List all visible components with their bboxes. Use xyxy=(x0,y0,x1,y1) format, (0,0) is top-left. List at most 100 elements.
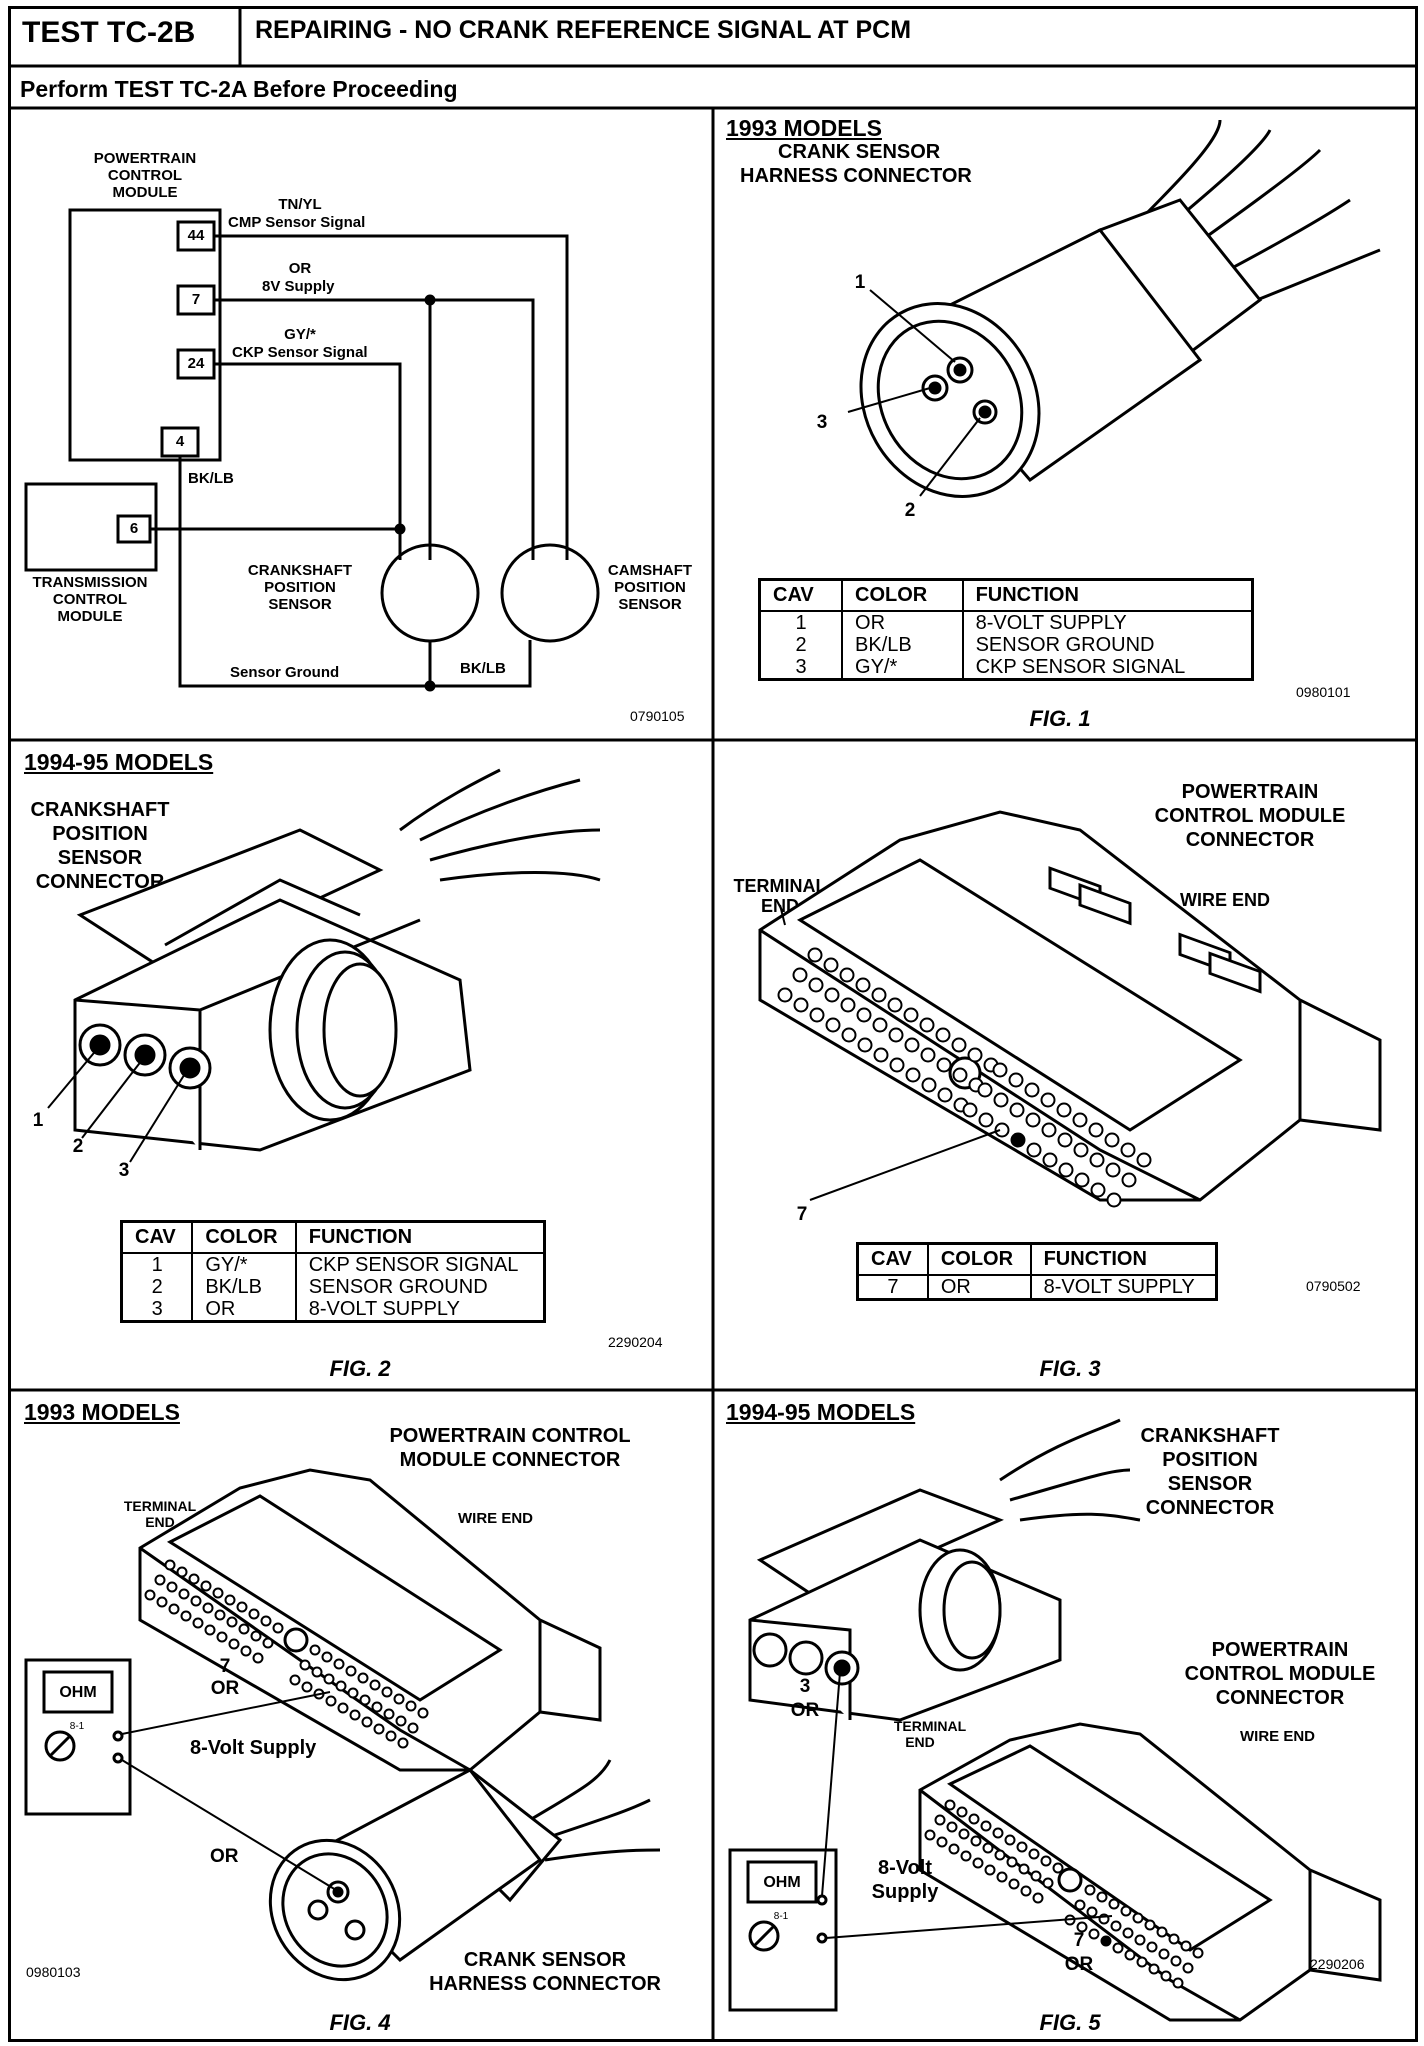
connector-cavity xyxy=(972,1857,984,1869)
fig2-callout-3: 3 xyxy=(118,1160,130,1181)
fig1-th-color: COLOR xyxy=(842,579,964,612)
connector-cavity xyxy=(1105,1162,1121,1178)
connector-cavity xyxy=(383,1708,395,1720)
fig5-wire-end: WIRE END xyxy=(1240,1728,1315,1745)
connector-cavity xyxy=(936,1057,952,1073)
cam-label-3: SENSOR xyxy=(618,596,682,613)
fig5-crank-label-3: SENSOR xyxy=(1167,1473,1253,1495)
fig1-func-1: 8-VOLT SUPPLY xyxy=(975,612,1127,634)
fig1-models: 1993 MODELS xyxy=(726,115,882,141)
pcm-label-1: POWERTRAIN xyxy=(93,150,197,167)
fig2-func-1: CKP SENSOR SIGNAL xyxy=(308,1254,519,1276)
connector-cavity xyxy=(903,1007,919,1023)
connector-cavity xyxy=(889,1057,905,1073)
connector-cavity xyxy=(407,1722,419,1734)
connector-cavity xyxy=(1025,1112,1041,1128)
connector-cavity xyxy=(1144,1919,1156,1931)
connector-cavity xyxy=(823,957,839,973)
connector-cavity xyxy=(984,1864,996,1876)
connector-cavity xyxy=(944,1799,956,1811)
connector-cavity xyxy=(347,1687,359,1699)
connector-cavity xyxy=(1042,1877,1054,1889)
connector-cavity xyxy=(1088,1122,1104,1138)
fig4-terminal-label-2: END xyxy=(145,1514,175,1530)
connector-cavity xyxy=(1170,1955,1182,1967)
connector-cavity xyxy=(970,1835,982,1847)
connector-cavity xyxy=(180,1610,192,1622)
cavity-7 xyxy=(1100,1935,1112,1947)
tcm-pin: 6 xyxy=(129,520,139,537)
fig5-pcm-label-3: CONNECTOR xyxy=(1215,1687,1345,1709)
wire-44-color: TN/YL xyxy=(278,196,322,213)
fig4-supply-label: 8-Volt Supply xyxy=(190,1737,317,1759)
fig4-models: 1993 MODELS xyxy=(24,1399,180,1425)
fig2-models: 1994-95 MODELS xyxy=(24,749,214,775)
cavity-7 xyxy=(1010,1132,1026,1148)
connector-cavity xyxy=(1006,1856,1018,1868)
connector-cavity xyxy=(337,1702,349,1714)
connector-cavity xyxy=(1106,1192,1122,1208)
fig2-cav-2: 2 xyxy=(121,1276,194,1298)
connector-cavity xyxy=(777,987,793,1003)
connector-cavity xyxy=(967,1047,983,1063)
fig1-callout-3: 3 xyxy=(816,412,828,433)
connector-cavity xyxy=(321,1651,333,1663)
test-id: TEST TC-2B xyxy=(22,16,196,49)
fig3-th-color: COLOR xyxy=(927,1243,1032,1276)
connector-cavity xyxy=(1004,1834,1016,1846)
connector-cavity xyxy=(1172,1977,1184,1989)
connector-cavity xyxy=(1041,1122,1057,1138)
connector-cavity xyxy=(824,987,840,1003)
connector-cavity xyxy=(935,1027,951,1043)
tcm-label-1: TRANSMISSION xyxy=(32,574,148,591)
fig3-code: 0790502 xyxy=(1306,1278,1361,1294)
connector-cavity xyxy=(1120,1142,1136,1158)
connector-cavity xyxy=(202,1602,214,1614)
fig1-cav-table: CAV COLOR FUNCTION 1 OR 8-VOLT SUPPLY 2 … xyxy=(758,578,1254,681)
connector-cavity xyxy=(289,1674,301,1686)
connector-cavity xyxy=(1192,1947,1204,1959)
connector-cavity xyxy=(1148,1963,1160,1975)
connector-cavity xyxy=(309,1644,321,1656)
connector-cavity xyxy=(808,977,824,993)
connector-cavity xyxy=(361,1716,373,1728)
fig1-th-cav: CAV xyxy=(759,579,844,612)
connector-cavity xyxy=(212,1587,224,1599)
fig2-color-3: OR xyxy=(192,1298,297,1322)
fig2-caption: FIG. 2 xyxy=(329,1356,391,1381)
connector-cavity xyxy=(1076,1921,1088,1933)
connector-cavity xyxy=(1008,1072,1024,1088)
connector-cavity xyxy=(946,1821,958,1833)
fig2-th-function: FUNCTION xyxy=(295,1221,545,1254)
connector-cavity xyxy=(1016,1841,1028,1853)
ground-label: Sensor Ground xyxy=(230,664,340,681)
fig5-pcm-label-1: POWERTRAIN xyxy=(1211,1639,1349,1661)
wire-24-color: GY/* xyxy=(284,326,316,343)
pcm-label-3: MODULE xyxy=(112,184,178,201)
connector-cavity xyxy=(982,1842,994,1854)
connector-cavity xyxy=(224,1594,236,1606)
connector-cavity xyxy=(871,987,887,1003)
connector-cavity xyxy=(992,1062,1008,1078)
connector-cavity xyxy=(214,1609,226,1621)
connector-cavity xyxy=(417,1707,429,1719)
connector-cavity xyxy=(934,1814,946,1826)
fig5-crank-label-2: POSITION xyxy=(1162,1449,1258,1471)
pin-7: 7 xyxy=(191,291,201,308)
connector-cavity xyxy=(1096,1891,1108,1903)
fig3-caption: FIG. 3 xyxy=(1039,1356,1101,1381)
fig2-callout-2: 2 xyxy=(72,1136,84,1157)
connector-cavity xyxy=(226,1616,238,1628)
connector-cavity xyxy=(839,967,855,983)
connector-cavity xyxy=(1158,1948,1170,1960)
fig5-supply-label-2: Supply xyxy=(871,1881,939,1903)
fig2-callout-1: 1 xyxy=(32,1110,44,1131)
connector-cavity xyxy=(250,1630,262,1642)
fig4-wire-end: WIRE END xyxy=(458,1510,533,1527)
connector-cavity xyxy=(993,1092,1009,1108)
connector-cavity xyxy=(960,1850,972,1862)
connector-cavity xyxy=(190,1595,202,1607)
fig5-meter-display: OHM xyxy=(763,1874,801,1891)
